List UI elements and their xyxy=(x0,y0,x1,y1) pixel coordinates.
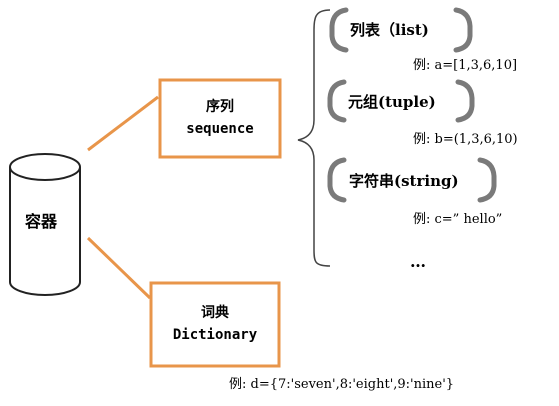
list-type-label-list: 列表（list) xyxy=(350,21,429,39)
list-type-example-string: 例: c=” hello” xyxy=(413,212,503,227)
list-type-example-list: 例: a=[1,3,6,10] xyxy=(413,58,518,73)
list-type-example-tuple: 例: b=(1,3,6,10) xyxy=(413,132,518,147)
connector-line-sequence xyxy=(87,95,159,152)
sequence-box-text: 序列 sequence xyxy=(160,97,280,140)
list-item-bracket-list xyxy=(329,7,473,53)
container-label: 容器 xyxy=(25,212,58,231)
sequence-title: 序列 xyxy=(206,99,234,115)
list-item-bracket-string xyxy=(327,157,497,203)
connector-line-dictionary xyxy=(86,236,152,300)
dictionary-box-text: 词典 Dictionary xyxy=(151,303,279,346)
sequence-subtitle: sequence xyxy=(186,120,254,137)
list-type-label-tuple: 元组(tuple) xyxy=(348,93,436,111)
sequence-box xyxy=(158,78,282,159)
list-type-label-string: 字符串(string) xyxy=(349,172,459,190)
dictionary-subtitle: Dictionary xyxy=(172,326,258,343)
curly-brace-icon xyxy=(297,9,331,267)
dictionary-title: 词典 xyxy=(201,305,229,321)
container-cylinder-icon xyxy=(9,153,81,296)
ellipsis-more: … xyxy=(410,252,426,271)
list-item-bracket-tuple xyxy=(327,79,475,123)
dictionary-box xyxy=(149,281,281,368)
dictionary-example: 例: d={7:'seven',8:'eight',9:'nine'} xyxy=(229,377,455,392)
